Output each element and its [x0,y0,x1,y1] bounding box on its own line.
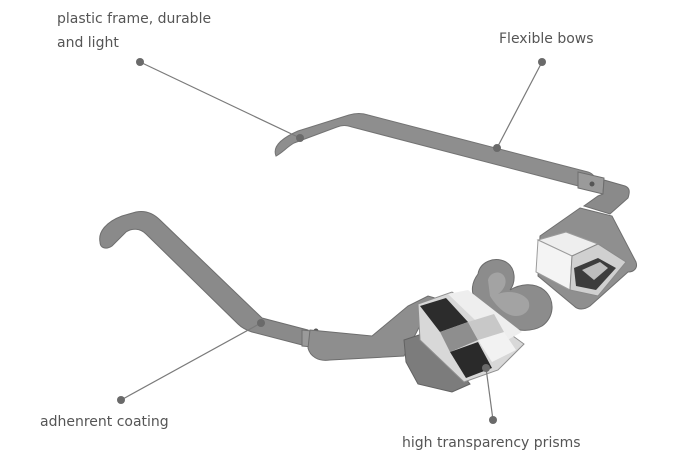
left-prism-mid-square [440,322,478,352]
right-prism [535,231,627,297]
left-prism-dark-square-2 [450,342,492,378]
callout-leaders [117,58,546,424]
bows-leader-dot-start [538,58,546,66]
left-prism-mid-square-2 [468,314,504,340]
frame-leader-dot-start [136,58,144,66]
right-temple [274,113,630,215]
prisms-leader-line [485,367,494,421]
bows-callout-label: Flexible bows [499,31,594,47]
frame-callout-label: plastic frame, durable and light [57,7,211,55]
left-front-frame [307,295,471,393]
nose-bridge-inner [488,272,530,316]
frame-leader-line [139,61,301,139]
left-temple-bow [99,211,309,347]
bows-leader-line [496,61,543,149]
prisms-callout-label: high transparency prisms [402,435,581,451]
coating-leader-line [120,322,262,401]
bows-leader-dot-end [493,144,501,152]
prisms-leader-dot-end [482,364,490,372]
right-rim-upper [582,179,630,215]
left-prism-light-square [478,332,516,362]
left-prism [417,290,525,383]
right-temple-bow [274,113,596,190]
left-prism-dark-square-1 [420,298,468,332]
right-hinge-screw [589,181,595,187]
frame-callout-line-1: plastic frame, durable [57,11,212,27]
frame-leader-dot-end [296,134,304,142]
coating-leader-dot-end [257,319,265,327]
frame-callout-line-2: and light [57,35,119,51]
prisms-leader-dot-start [489,416,497,424]
left-temple [99,211,325,349]
coating-callout-label: adhenrent coating [40,414,169,430]
coating-leader-dot-start [117,396,125,404]
right-prism-highlight [582,262,608,280]
